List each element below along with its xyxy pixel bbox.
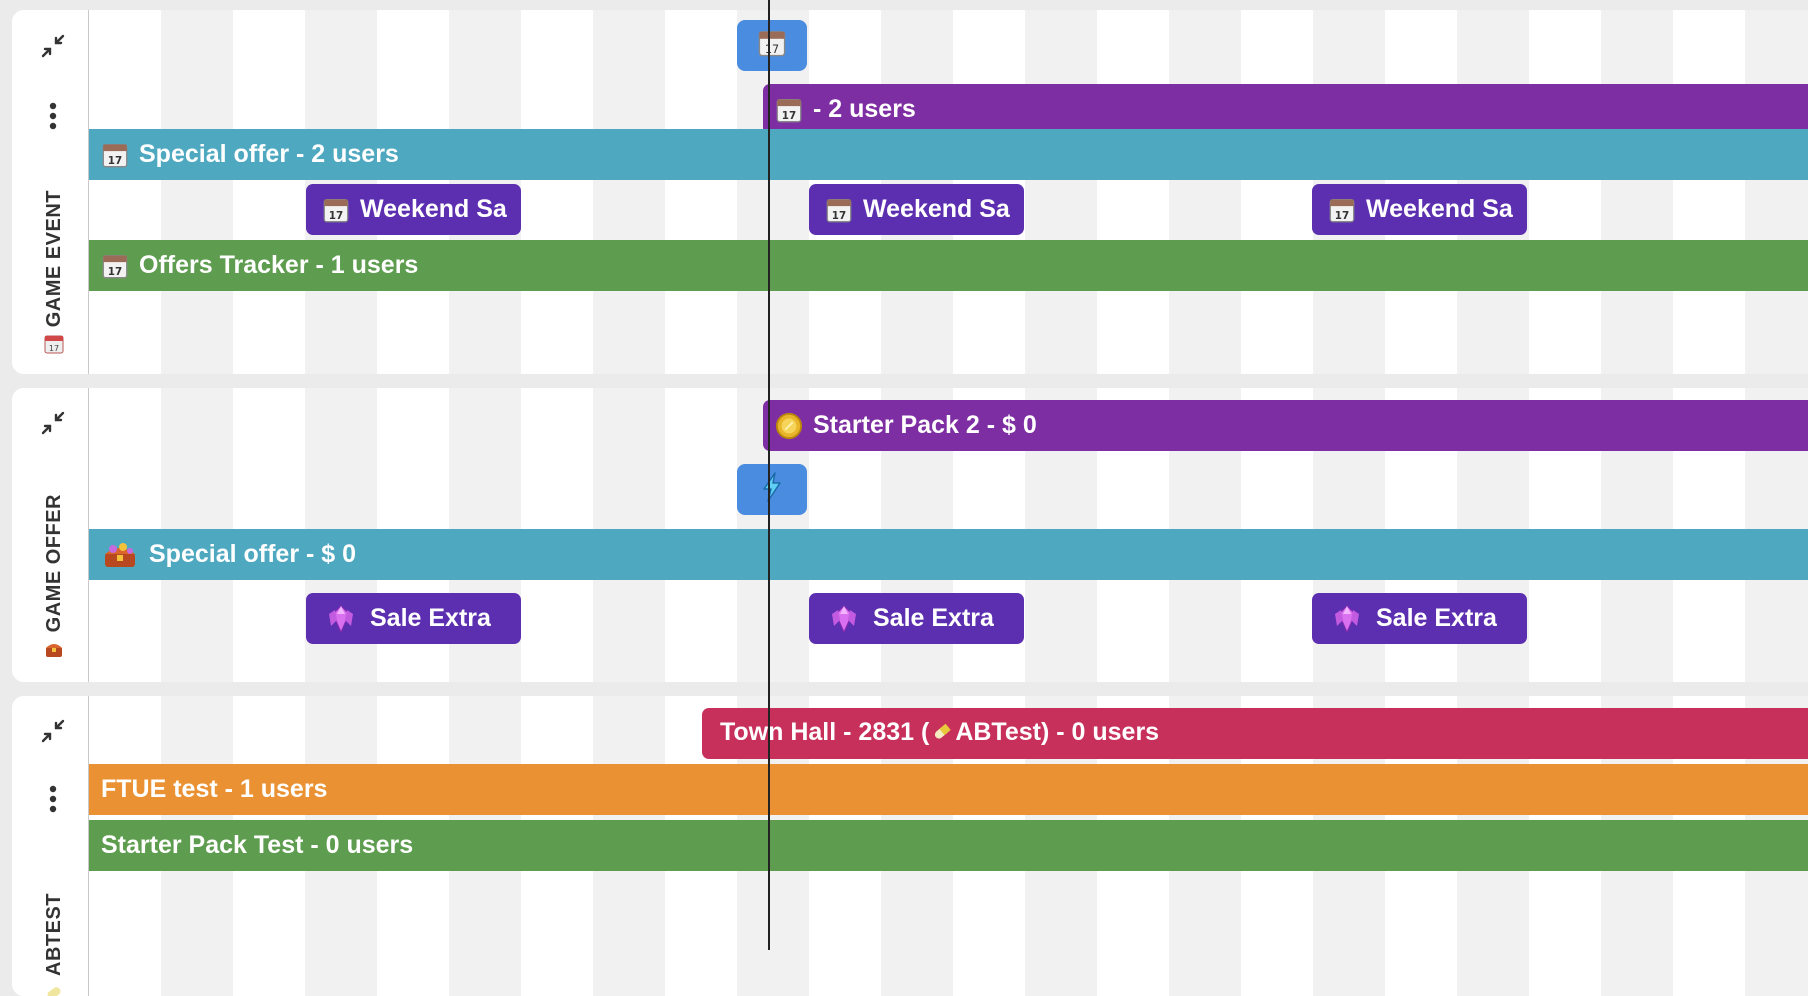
bar-label: Special offer - $ 0 <box>149 540 357 568</box>
gold-coin-icon <box>775 412 803 440</box>
calendar-icon: 17 <box>775 96 803 124</box>
event-bar[interactable]: 17 Special offer - 2 users <box>89 129 1808 180</box>
calendar-icon: 17 <box>1328 196 1356 224</box>
bar-label: Starter Pack 2 - $ 0 <box>813 411 1037 439</box>
offer-chip[interactable]: Sale Extra <box>306 593 521 644</box>
calendar-icon: 17 <box>101 141 129 169</box>
treasure-chest-icon <box>101 541 139 569</box>
bar-label: Sale Extra <box>873 604 994 632</box>
gem-icon <box>1328 604 1366 633</box>
abtest-bar[interactable]: FTUE test - 1 users <box>89 764 1808 815</box>
svg-text:17: 17 <box>329 210 343 222</box>
section-title: GAME EVENT <box>42 189 65 327</box>
game-offer-panel: GAME OFFER Starter Pack 2 - $ 0 Special … <box>12 388 1808 682</box>
offer-chip[interactable]: Sale Extra <box>809 593 1024 644</box>
svg-text:17: 17 <box>765 43 779 56</box>
bar-label: Special offer - 2 users <box>139 140 399 168</box>
event-chip[interactable]: 17 Weekend Sa <box>306 184 521 235</box>
svg-text:17: 17 <box>108 155 122 167</box>
bar-label: Weekend Sa <box>360 195 507 223</box>
calendar-icon: 17 <box>101 252 129 280</box>
pill-icon <box>931 721 953 750</box>
event-marker[interactable]: 17 <box>737 20 807 71</box>
bar-label: Weekend Sa <box>863 195 1010 223</box>
collapse-icon[interactable] <box>38 31 68 61</box>
section-sidebar: ABTEST <box>12 696 89 996</box>
section-label: GAME OFFER <box>37 480 71 660</box>
abtest-panel: ABTEST Town Hall - 2831 ( ABTest) - 0 use… <box>12 696 1808 996</box>
calendar-icon: 17 <box>825 196 853 224</box>
section-title: ABTEST <box>42 893 65 976</box>
offer-bar[interactable]: Special offer - $ 0 <box>89 529 1808 580</box>
treasure-chest-icon <box>43 638 65 660</box>
calendar-icon: 17 <box>758 29 786 62</box>
section-sidebar: GAME OFFER <box>12 388 89 682</box>
lightning-icon <box>758 471 786 508</box>
collapse-icon[interactable] <box>38 716 68 746</box>
more-options-icon[interactable] <box>38 101 68 131</box>
event-chip[interactable]: 17 Weekend Sa <box>809 184 1024 235</box>
svg-text:17: 17 <box>49 344 59 353</box>
abtest-bar[interactable]: Starter Pack Test - 0 users <box>89 820 1808 871</box>
section-label: ABTEST <box>37 854 71 996</box>
offer-marker[interactable] <box>737 464 807 515</box>
event-chip[interactable]: 17 Weekend Sa <box>1312 184 1527 235</box>
bar-label: Town Hall - 2831 ( ABTest) - 0 users <box>720 718 1159 750</box>
calendar-icon: 17 <box>322 196 350 224</box>
section-label: 17 GAME EVENT <box>37 175 71 355</box>
pill-icon <box>43 982 65 996</box>
bar-label: Sale Extra <box>1376 604 1497 632</box>
offer-bar[interactable]: Starter Pack 2 - $ 0 <box>763 400 1808 451</box>
bar-label-before: Town Hall - 2831 ( <box>720 717 930 746</box>
game-event-panel: 17 GAME EVENT 17 17 - 2 users 17 Special… <box>12 10 1808 374</box>
bar-label: Offers Tracker - 1 users <box>139 251 419 279</box>
bar-label: - 2 users <box>813 95 916 123</box>
collapse-icon[interactable] <box>38 408 68 438</box>
section-title: GAME OFFER <box>42 493 65 632</box>
gem-icon <box>825 604 863 633</box>
svg-text:17: 17 <box>108 266 122 278</box>
section-sidebar: 17 GAME EVENT <box>12 10 89 374</box>
svg-text:17: 17 <box>782 110 796 122</box>
abtest-bar[interactable]: Town Hall - 2831 ( ABTest) - 0 users <box>702 708 1808 759</box>
bar-label: FTUE test - 1 users <box>101 775 328 803</box>
bar-label: Weekend Sa <box>1366 195 1513 223</box>
svg-text:17: 17 <box>1335 210 1349 222</box>
current-time-line <box>768 0 770 950</box>
bar-label: Starter Pack Test - 0 users <box>101 831 414 859</box>
calendar-icon: 17 <box>43 333 65 355</box>
bar-label-after: ABTest) - 0 users <box>955 717 1160 746</box>
bar-label: Sale Extra <box>370 604 491 632</box>
event-bar[interactable]: 17 Offers Tracker - 1 users <box>89 240 1808 291</box>
gem-icon <box>322 604 360 633</box>
svg-text:17: 17 <box>832 210 846 222</box>
offer-chip[interactable]: Sale Extra <box>1312 593 1527 644</box>
event-bar[interactable]: 17 - 2 users <box>763 84 1808 135</box>
more-options-icon[interactable] <box>38 784 68 814</box>
